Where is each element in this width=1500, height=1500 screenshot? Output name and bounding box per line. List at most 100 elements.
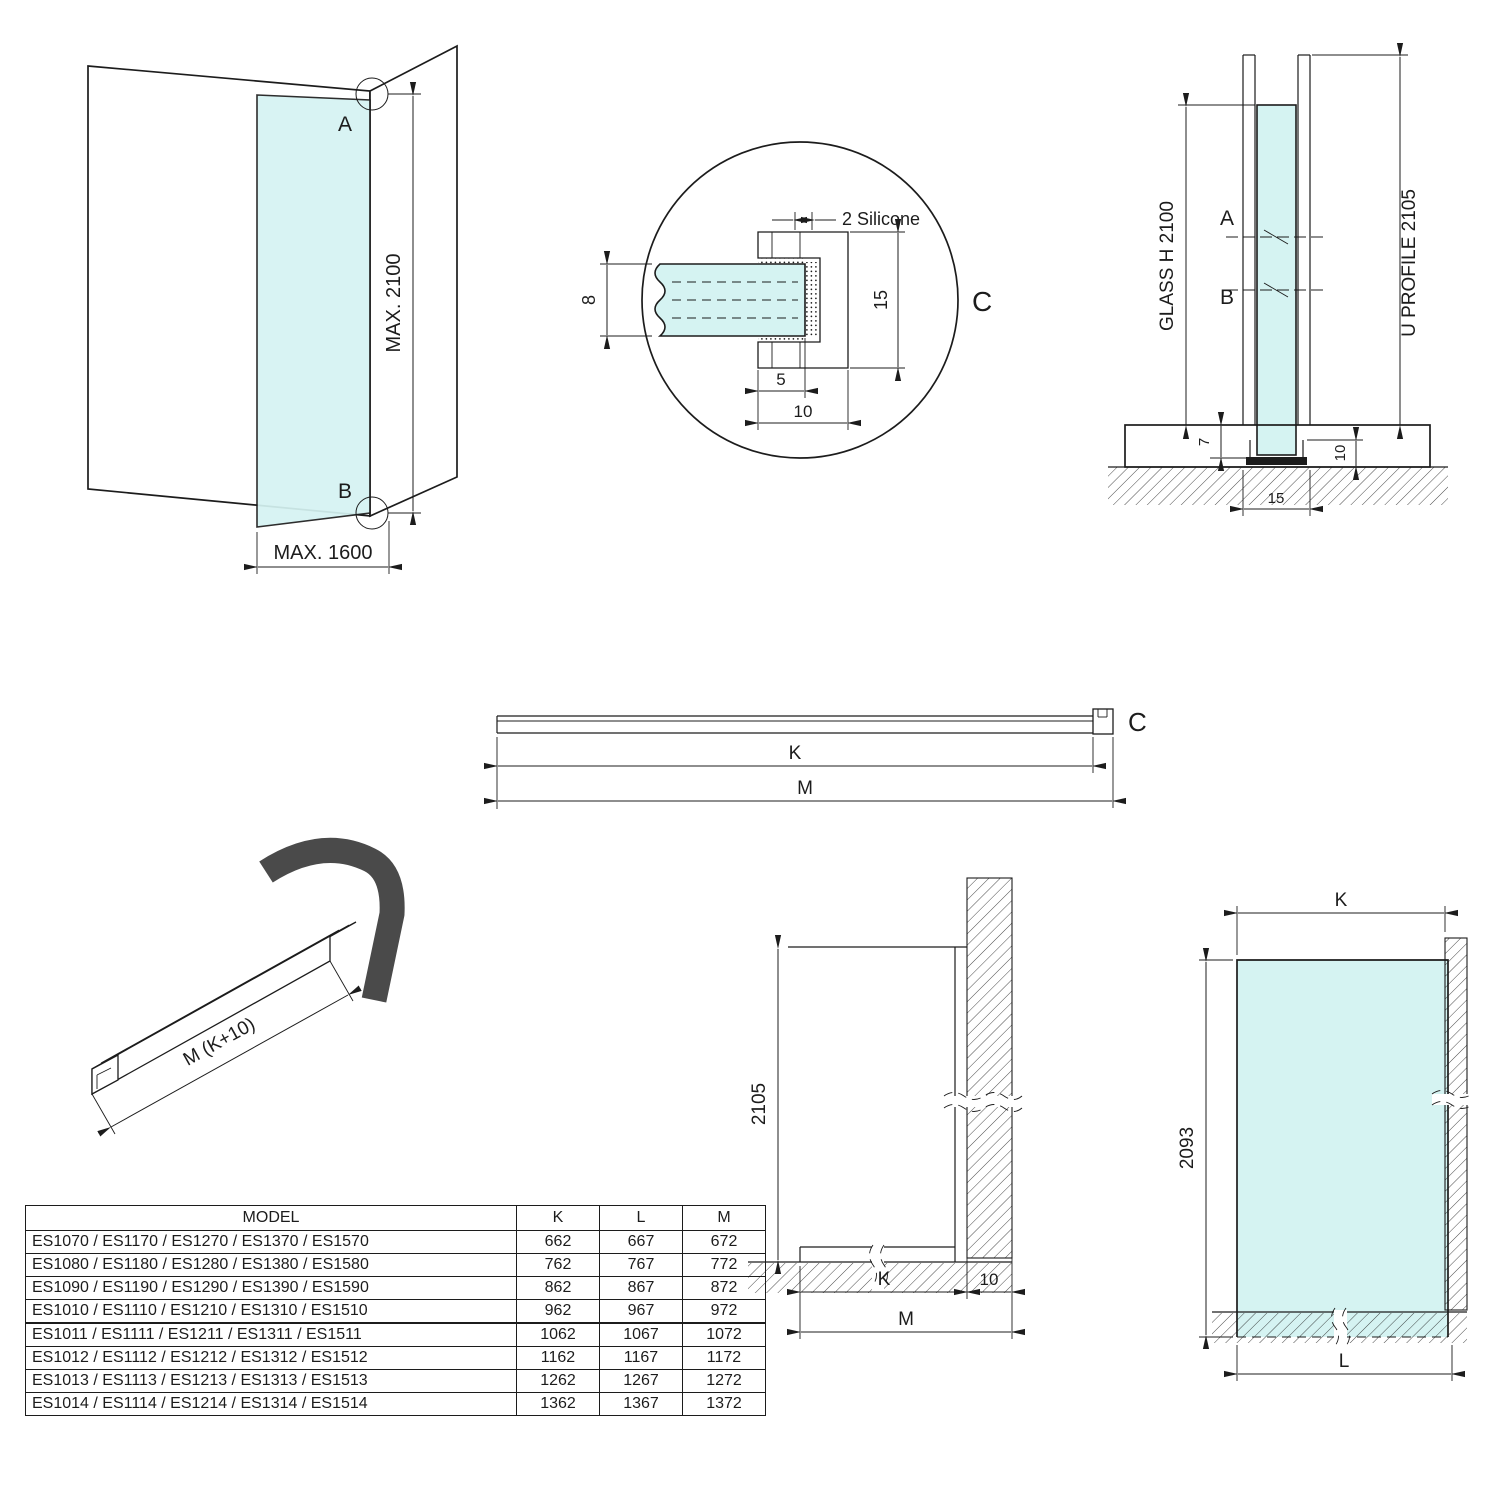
profile-height-label: 15 (871, 290, 891, 310)
m-length-label: M (797, 778, 813, 799)
dimension-uprofile-height: U PROFILE 2105 (1312, 43, 1420, 439)
k-cell: 1362 (516, 1392, 600, 1416)
l-cell: 1167 (599, 1346, 683, 1370)
frame-m-label: M (898, 1309, 914, 1330)
dimension-max-height: MAX. 2100 (383, 82, 421, 525)
dimension-frame-k: K (787, 1258, 980, 1339)
wall-hatch-right (1444, 937, 1468, 1311)
silicone-label: 2 Silicone (842, 209, 920, 229)
k-cell: 762 (516, 1253, 600, 1277)
frame-offset-label: 10 (980, 1270, 999, 1289)
silicone-seal-end (806, 262, 819, 338)
dimension-glass-k: K (1224, 890, 1458, 955)
table-row: ES1070 / ES1170 / ES1270 / ES1370 / ES15… (25, 1230, 766, 1254)
header-l: L (599, 1205, 683, 1231)
section-point-a-label: A (1220, 207, 1234, 230)
dimension-m-length: M (484, 737, 1126, 808)
u-profile-cross-section-detail: 8 15 5 10 2 Silicone C (579, 141, 992, 459)
silicone-seal-top (758, 258, 804, 264)
u-profile-3d-view: M (K+10) (91, 837, 405, 1137)
m-cell: 1272 (682, 1369, 766, 1393)
glass-thickness-label: 8 (579, 295, 599, 305)
dimension-max-width: MAX. 1600 (244, 521, 402, 574)
table-row: ES1080 / ES1180 / ES1280 / ES1380 / ES15… (25, 1253, 766, 1277)
u-profile-section (757, 231, 849, 369)
glass-height-label: GLASS H 2100 (1157, 201, 1178, 331)
m-cell: 772 (682, 1253, 766, 1277)
model-cell: ES1010 / ES1110 / ES1210 / ES1310 / ES15… (25, 1299, 517, 1324)
model-cell: ES1090 / ES1190 / ES1290 / ES1390 / ES15… (25, 1276, 517, 1300)
bar-callout-label: C (1128, 707, 1147, 737)
dimension-k-length: K (484, 737, 1106, 809)
dimension-profile-width: 10 (745, 370, 861, 430)
point-a-label: A (338, 113, 352, 136)
glass-panel-elevation (1237, 960, 1448, 1337)
point-b-label: B (338, 480, 352, 503)
table-row: ES1012 / ES1112 / ES1212 / ES1312 / ES15… (25, 1346, 766, 1370)
silicone-seal-bottom (758, 336, 804, 342)
l-cell: 967 (599, 1299, 683, 1324)
glass-l-label: L (1339, 1351, 1350, 1372)
l-cell: 667 (599, 1230, 683, 1254)
frame-elevation-drawing: 2105 K 10 M (748, 877, 1025, 1339)
dimension-glass-l: L (1224, 1345, 1465, 1381)
frame-k-label: K (878, 1269, 891, 1290)
k-cell: 862 (516, 1276, 600, 1300)
lip-width-label: 5 (776, 370, 785, 389)
vertical-installation-section: A B GLASS H 2100 U PROFILE 2105 7 10 (1108, 43, 1448, 516)
frame-height-label: 2105 (749, 1083, 770, 1125)
glass-pane-section (1256, 104, 1297, 456)
corner-installation-isometric: A B MAX. 2100 MAX. 1600 (87, 44, 458, 574)
dimension-base-inset: 7 (1196, 412, 1246, 471)
k-cell: 962 (516, 1299, 600, 1324)
k-cell: 1162 (516, 1346, 600, 1370)
dimension-frame-m: M (787, 1309, 1025, 1336)
profile-width-bottom-label: 15 (1268, 490, 1285, 507)
m-cell: 672 (682, 1230, 766, 1254)
uprofile-height-label: U PROFILE 2105 (1399, 189, 1420, 337)
table-row: ES1014 / ES1114 / ES1214 / ES1314 / ES15… (25, 1392, 766, 1416)
dimension-frame-height: 2105 (749, 935, 782, 1274)
section-point-b-label: B (1220, 286, 1234, 309)
model-cell: ES1013 / ES1113 / ES1213 / ES1313 / ES15… (25, 1369, 517, 1393)
l-cell: 767 (599, 1253, 683, 1277)
base-inset-label: 7 (1196, 438, 1213, 446)
l-cell: 867 (599, 1276, 683, 1300)
header-m: M (682, 1205, 766, 1231)
profile-depth-label: 10 (1332, 445, 1349, 462)
floor-hatch (1108, 467, 1448, 505)
dimension-profile-height: 15 (850, 219, 905, 381)
max-width-label: MAX. 1600 (274, 542, 373, 564)
k-cell: 1062 (516, 1322, 600, 1347)
profile-length-drawing: C K M (484, 707, 1147, 809)
profile-front-face (91, 934, 331, 1096)
model-cell: ES1014 / ES1114 / ES1214 / ES1314 / ES15… (25, 1392, 517, 1416)
header-model: MODEL (25, 1205, 517, 1231)
wall-hatch (966, 877, 1013, 1259)
silicone-callout: 2 Silicone (772, 209, 920, 230)
max-height-label: MAX. 2100 (383, 254, 405, 353)
m-cell: 872 (682, 1276, 766, 1300)
table-row: ES1090 / ES1190 / ES1290 / ES1390 / ES15… (25, 1276, 766, 1300)
model-cell: ES1012 / ES1112 / ES1212 / ES1312 / ES15… (25, 1346, 517, 1370)
corner-cover-profile (259, 837, 405, 1003)
model-cell: ES1070 / ES1170 / ES1270 / ES1370 / ES15… (25, 1230, 517, 1254)
glass-elevation-drawing: K 2093 L (1177, 890, 1473, 1381)
detail-circle (641, 141, 959, 459)
profile-end-view (1092, 708, 1114, 735)
k-length-label: K (789, 743, 802, 764)
glass-k-label: K (1335, 890, 1348, 911)
l-cell: 1067 (599, 1322, 683, 1347)
profile-width-label: 10 (794, 402, 813, 421)
l-cell: 1267 (599, 1369, 683, 1393)
l-cell: 1367 (599, 1392, 683, 1416)
dimension-glass-thickness: 8 (579, 251, 652, 349)
m-cell: 1372 (682, 1392, 766, 1416)
k-cell: 1262 (516, 1369, 600, 1393)
dimension-glass-height-elev: 2093 (1177, 948, 1233, 1349)
k-cell: 662 (516, 1230, 600, 1254)
table-row: ES1013 / ES1113 / ES1213 / ES1313 / ES15… (25, 1369, 766, 1393)
detail-callout-label: C (972, 286, 992, 317)
